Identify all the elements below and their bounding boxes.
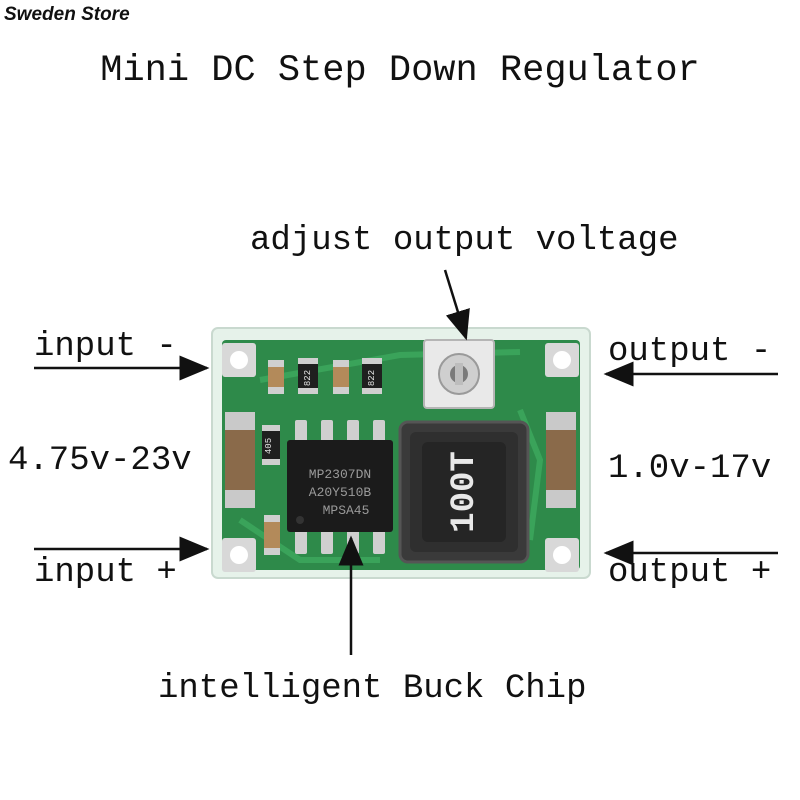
smd-resistor-1 (298, 358, 318, 394)
buck-chip (287, 440, 393, 532)
smd-marking-1: 822 (303, 370, 313, 386)
chip-marking-line-3: MPSA45 (323, 503, 370, 518)
pad-input-minus (222, 343, 256, 377)
inductor-marking: 100T (446, 451, 484, 533)
inductor: 100T (398, 420, 530, 564)
label-output-minus: output - (608, 333, 772, 371)
pad-output-plus (545, 538, 579, 572)
pad-output-minus (545, 343, 579, 377)
label-input-range: 4.75v-23v (8, 442, 192, 480)
label-output-range: 1.0v-17v (608, 450, 772, 488)
store-watermark: Sweden Store (4, 4, 130, 25)
chip-marking-line-2: A20Y510B (309, 485, 372, 500)
potentiometer (423, 339, 495, 409)
label-buck-chip: intelligent Buck Chip (158, 670, 587, 708)
label-adjust-output-voltage: adjust output voltage (250, 222, 679, 260)
input-capacitor (225, 412, 255, 508)
chip-marking-line-1: MP2307DN (309, 467, 371, 482)
label-input-plus: input + (34, 554, 177, 592)
smd-resistor-2 (362, 358, 382, 394)
smd-resistor-3 (262, 425, 280, 465)
smd-cap-1 (268, 360, 284, 394)
smd-marking-2: 822 (367, 370, 377, 386)
smd-cap-3 (264, 515, 280, 555)
output-capacitor (546, 412, 576, 508)
label-input-minus: input - (34, 328, 177, 366)
page-title: Mini DC Step Down Regulator (100, 50, 700, 92)
smd-cap-2 (333, 360, 349, 394)
pad-input-plus (222, 538, 256, 572)
smd-marking-3: 405 (264, 438, 274, 454)
label-output-plus: output + (608, 554, 772, 592)
arrow-adjust (443, 269, 470, 341)
